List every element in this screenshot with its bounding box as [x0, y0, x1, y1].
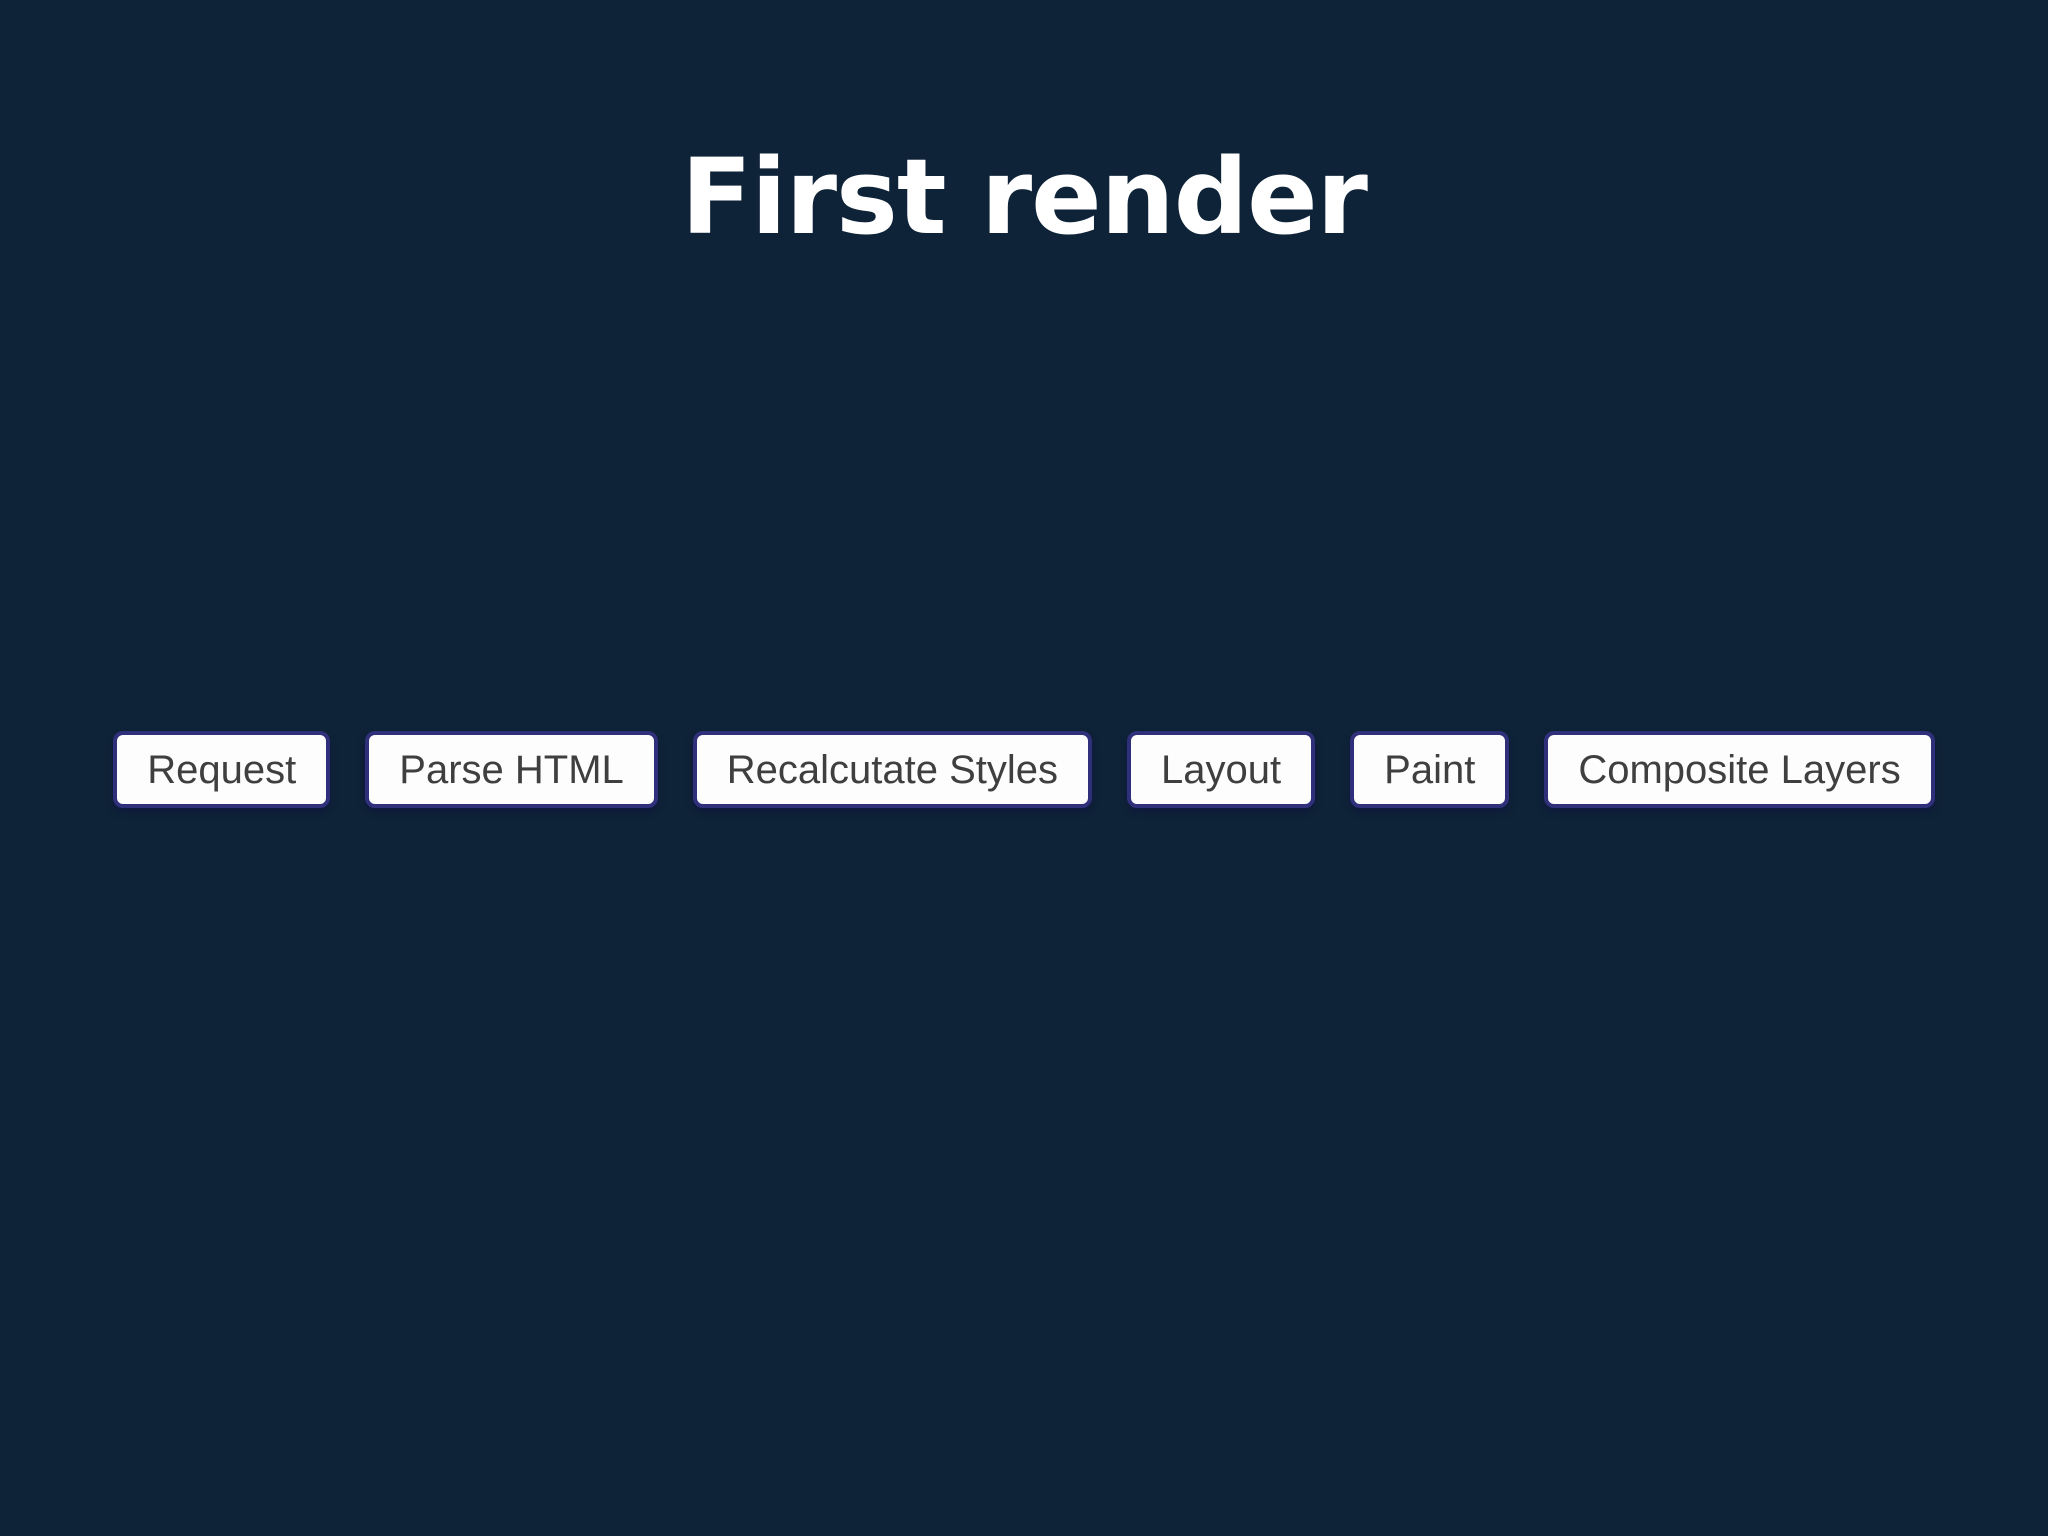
pipeline-step-layout: Layout: [1127, 731, 1316, 808]
slide-title: First render: [681, 136, 1368, 258]
pipeline-step-parse-html: Parse HTML: [365, 731, 658, 808]
pipeline-step-paint: Paint: [1350, 731, 1510, 808]
render-pipeline-row: Request Parse HTML Recalcutate Styles La…: [0, 731, 2048, 808]
pipeline-step-request: Request: [113, 731, 331, 808]
pipeline-step-composite-layers: Composite Layers: [1544, 731, 1935, 808]
pipeline-step-recalculate-styles: Recalcutate Styles: [692, 731, 1093, 808]
